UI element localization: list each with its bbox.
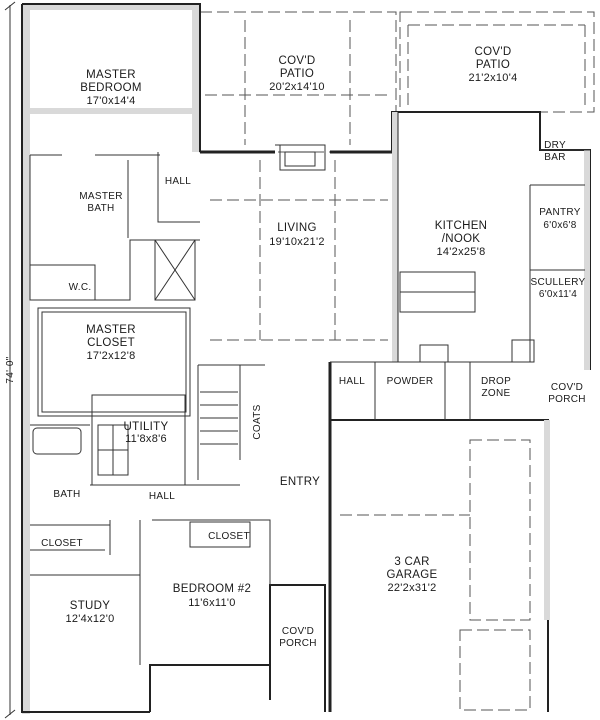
overall-depth-label: 74'-0" <box>5 356 16 383</box>
room-covd-porch-front: COV'D PORCH <box>279 626 317 649</box>
master-bath-name-1: MASTER <box>79 191 122 202</box>
drop-zone-name-1: DROP <box>481 376 511 387</box>
patio-left-dims: 20'2x14'10 <box>269 81 325 93</box>
room-garage: 3 CAR GARAGE 22'2x31'2 <box>386 556 437 594</box>
patio-right-name-2: PATIO <box>476 59 510 71</box>
garage-name-1: 3 CAR <box>394 556 429 568</box>
room-covd-patio-left: COV'D PATIO 20'2x14'10 <box>269 55 325 93</box>
garage-name-2: GARAGE <box>386 569 437 581</box>
interior-walls <box>29 108 590 711</box>
study-dims: 12'4x12'0 <box>65 613 114 625</box>
room-master-closet: MASTER CLOSET 17'2x12'8 <box>86 324 136 362</box>
porch-front-name-1: COV'D <box>282 626 314 637</box>
hall-mid-label: HALL <box>339 376 365 387</box>
closet-bed2-label: CLOSET <box>208 531 250 542</box>
room-dry-bar: DRY BAR <box>544 140 566 163</box>
coats-label: COATS <box>252 404 263 439</box>
room-utility: UTILITY 11'8x8'6 <box>124 421 169 445</box>
scullery-dims: 6'0x11'4 <box>539 289 577 300</box>
master-closet-name-1: MASTER <box>86 324 136 336</box>
room-covd-porch-right: COV'D PORCH <box>548 382 586 405</box>
master-closet-name-2: CLOSET <box>87 337 135 349</box>
room-master-bedroom: MASTER BEDROOM 17'0x14'4 <box>80 69 142 107</box>
bedroom2-dims: 11'6x11'0 <box>188 597 235 609</box>
master-bedroom-dims: 17'0x14'4 <box>86 95 135 107</box>
powder-label: POWDER <box>387 376 434 387</box>
study-name: STUDY <box>70 600 111 612</box>
hall-top-label: HALL <box>165 176 191 187</box>
room-master-bath: MASTER BATH <box>79 191 122 214</box>
porch-right-name-2: PORCH <box>548 394 586 405</box>
wc-label: W.C. <box>69 282 92 293</box>
kitchen-dims: 14'2x25'8 <box>436 246 485 258</box>
closet-left-label: CLOSET <box>41 538 83 549</box>
porch-right-name-1: COV'D <box>551 382 583 393</box>
room-kitchen: KITCHEN /NOOK 14'2x25'8 <box>435 220 488 258</box>
garage-dims: 22'2x31'2 <box>387 582 436 594</box>
hall-bottom-label: HALL <box>149 491 175 502</box>
room-scullery: SCULLERY 6'0x11'4 <box>530 277 585 300</box>
dry-bar-name-1: DRY <box>544 140 566 151</box>
utility-name: UTILITY <box>124 421 169 433</box>
living-name: LIVING <box>277 222 317 234</box>
room-drop-zone: DROP ZONE <box>481 376 511 399</box>
master-bedroom-name-2: BEDROOM <box>80 82 142 94</box>
master-closet-dims: 17'2x12'8 <box>86 350 135 362</box>
pantry-name: PANTRY <box>539 207 580 218</box>
patio-left-name-2: PATIO <box>280 68 314 80</box>
living-dims: 19'10x21'2 <box>269 236 325 248</box>
master-bedroom-name-1: MASTER <box>86 69 136 81</box>
bedroom2-name: BEDROOM #2 <box>173 583 251 595</box>
kitchen-name-2: /NOOK <box>442 233 481 245</box>
pantry-dims: 6'0x6'8 <box>543 220 576 231</box>
exterior-walls <box>21 3 591 714</box>
patio-left-name-1: COV'D <box>279 55 316 67</box>
bath-label: BATH <box>53 489 80 500</box>
scullery-name: SCULLERY <box>530 277 585 288</box>
patio-right-dims: 21'2x10'4 <box>468 72 517 84</box>
kitchen-name-1: KITCHEN <box>435 220 488 232</box>
room-pantry: PANTRY 6'0x6'8 <box>539 207 580 231</box>
porch-front-name-2: PORCH <box>279 638 317 649</box>
entry-label: ENTRY <box>280 476 320 488</box>
room-bedroom-2: BEDROOM #2 11'6x11'0 <box>173 583 251 609</box>
room-study: STUDY 12'4x12'0 <box>65 600 114 625</box>
room-covd-patio-right: COV'D PATIO 21'2x10'4 <box>468 46 517 84</box>
utility-dims: 11'8x8'6 <box>125 433 167 445</box>
dimension-line: 74'-0" <box>4 1 16 719</box>
room-living: LIVING 19'10x21'2 <box>269 222 325 248</box>
patio-right-name-1: COV'D <box>475 46 512 58</box>
dry-bar-name-2: BAR <box>544 152 565 163</box>
master-bath-name-2: BATH <box>87 203 114 214</box>
drop-zone-name-2: ZONE <box>482 388 511 399</box>
